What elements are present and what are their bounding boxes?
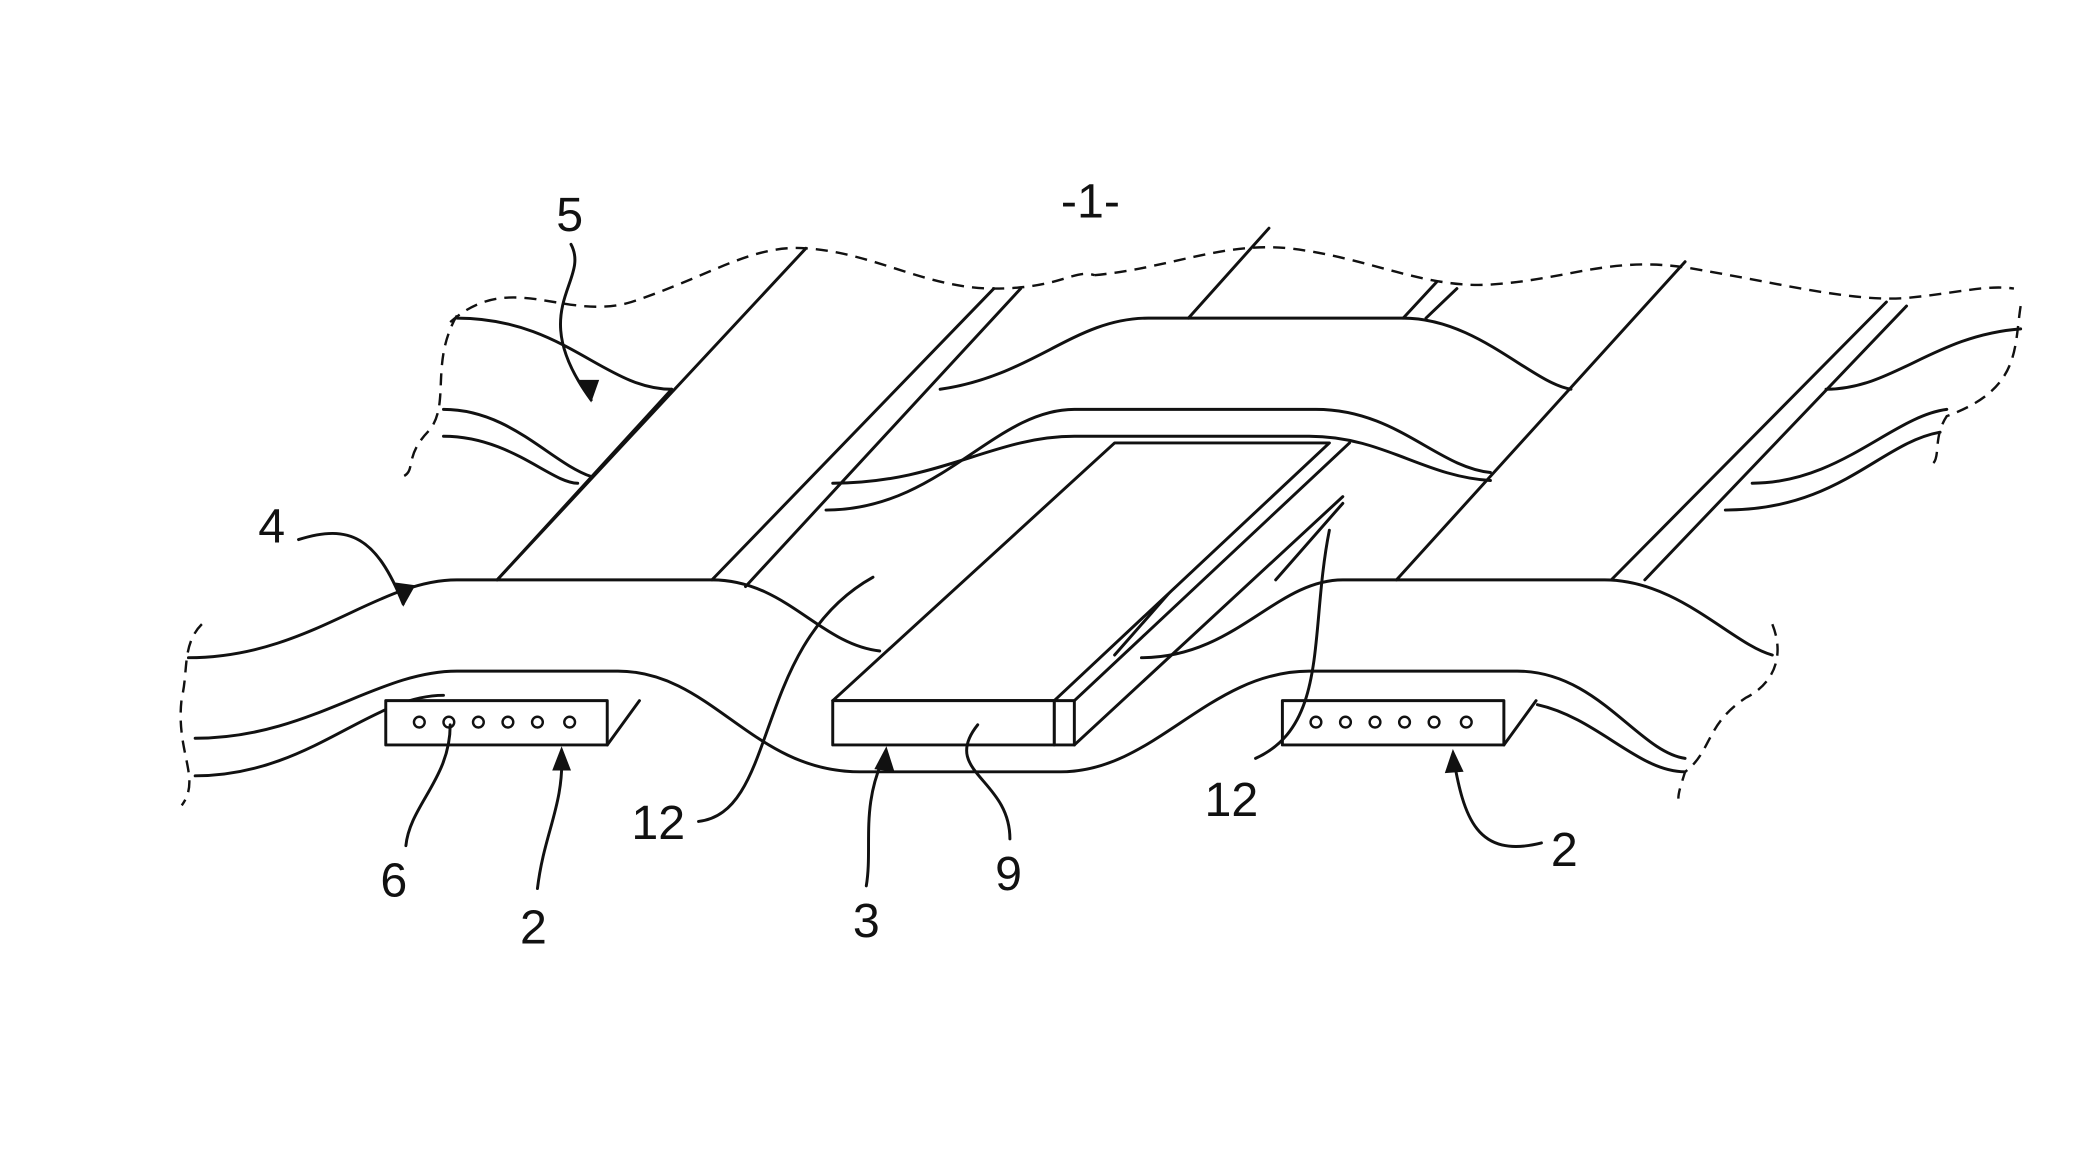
bar-element <box>831 441 1351 747</box>
element-right <box>1280 699 1538 747</box>
fabric-dashed-boundary <box>179 246 2022 807</box>
label-bar: 3 <box>853 894 880 948</box>
leader-lines <box>297 242 1543 891</box>
label-weft-lower: 4 <box>258 499 285 553</box>
holes-right <box>1309 715 1473 729</box>
weft-yarn-lower <box>186 578 1774 778</box>
label-weft-upper: 5 <box>556 188 583 242</box>
weft-yarn-upper <box>442 316 2023 512</box>
bar-front-face <box>831 699 1056 747</box>
arrowheads <box>395 379 1464 774</box>
label-gap-right: 12 <box>1205 773 1259 827</box>
element-left <box>384 699 641 747</box>
label-element-left: 2 <box>520 901 547 955</box>
label-holes: 6 <box>380 854 407 908</box>
figure-title: -1- <box>1061 174 1120 228</box>
warp-yarns <box>495 226 1909 657</box>
label-gap-left: 12 <box>631 796 685 850</box>
label-element-right: 2 <box>1551 823 1578 877</box>
label-bar-face: 9 <box>995 847 1022 901</box>
reference-labels: -1- 5 4 12 12 6 2 3 9 2 <box>258 174 1577 954</box>
